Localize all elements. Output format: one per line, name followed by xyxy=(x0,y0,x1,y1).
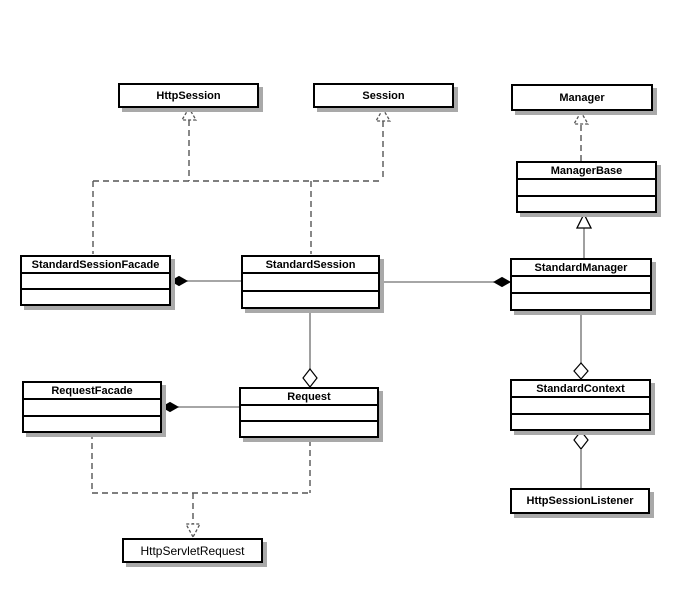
class-title: HttpSession xyxy=(156,89,221,102)
realization-arrow-httpsession xyxy=(180,106,198,121)
attributes-compartment xyxy=(512,398,649,415)
aggregation-diamond-standardcontext-bottom xyxy=(573,430,589,450)
class-title: Manager xyxy=(559,91,605,104)
realization-bus-sessions xyxy=(92,120,384,254)
class-box-standardsession[interactable]: StandardSession xyxy=(241,255,380,309)
attributes-compartment xyxy=(518,180,655,197)
class-box-httpservletrequest[interactable]: HttpServletRequest xyxy=(122,538,263,563)
class-box-httpsession[interactable]: HttpSession xyxy=(118,83,259,108)
class-title: HttpSessionListener xyxy=(526,495,634,507)
class-box-request[interactable]: Request xyxy=(239,387,379,438)
realization-bus-requests xyxy=(91,433,311,524)
operations-compartment xyxy=(518,197,655,212)
class-box-manager[interactable]: Manager xyxy=(511,84,653,111)
aggregation-diamond-request xyxy=(302,368,318,388)
attributes-compartment xyxy=(243,274,378,292)
realization-arrow-session xyxy=(374,107,392,122)
operations-compartment xyxy=(512,415,649,430)
class-box-session[interactable]: Session xyxy=(313,83,454,108)
class-title: StandardSessionFacade xyxy=(22,257,169,274)
operations-compartment xyxy=(512,294,650,309)
composition-diamond-requestfacade xyxy=(160,401,180,413)
class-title: Request xyxy=(241,389,377,406)
attributes-compartment xyxy=(22,274,169,290)
class-title: StandardSession xyxy=(243,257,378,274)
class-box-httpsessionlistener[interactable]: HttpSessionListener xyxy=(510,488,650,514)
attributes-compartment xyxy=(241,406,377,422)
class-title: RequestFacade xyxy=(24,383,160,400)
class-box-managerbase[interactable]: ManagerBase xyxy=(516,161,657,213)
operations-compartment xyxy=(241,422,377,436)
realization-arrow-manager xyxy=(572,110,590,125)
realization-arrow-httpservletrequest xyxy=(184,523,202,539)
class-title: StandardManager xyxy=(512,260,650,277)
operations-compartment xyxy=(24,417,160,432)
class-box-standardmanager[interactable]: StandardManager xyxy=(510,258,652,311)
aggregation-diamond-standardcontext-top xyxy=(573,362,589,380)
class-title: StandardContext xyxy=(512,381,649,398)
composition-diamond-facade xyxy=(169,275,189,287)
class-box-standardsessionfacade[interactable]: StandardSessionFacade xyxy=(20,255,171,306)
class-box-standardcontext[interactable]: StandardContext xyxy=(510,379,651,431)
operations-compartment xyxy=(243,292,378,308)
attributes-compartment xyxy=(512,277,650,294)
class-title: Session xyxy=(362,89,405,102)
class-title: HttpServletRequest xyxy=(140,543,245,558)
composition-diamond-standardmanager xyxy=(492,276,512,288)
class-title: ManagerBase xyxy=(518,163,655,180)
attributes-compartment xyxy=(24,400,160,417)
class-box-requestfacade[interactable]: RequestFacade xyxy=(22,381,162,433)
operations-compartment xyxy=(22,290,169,304)
generalization-arrow-managerbase xyxy=(575,212,593,229)
